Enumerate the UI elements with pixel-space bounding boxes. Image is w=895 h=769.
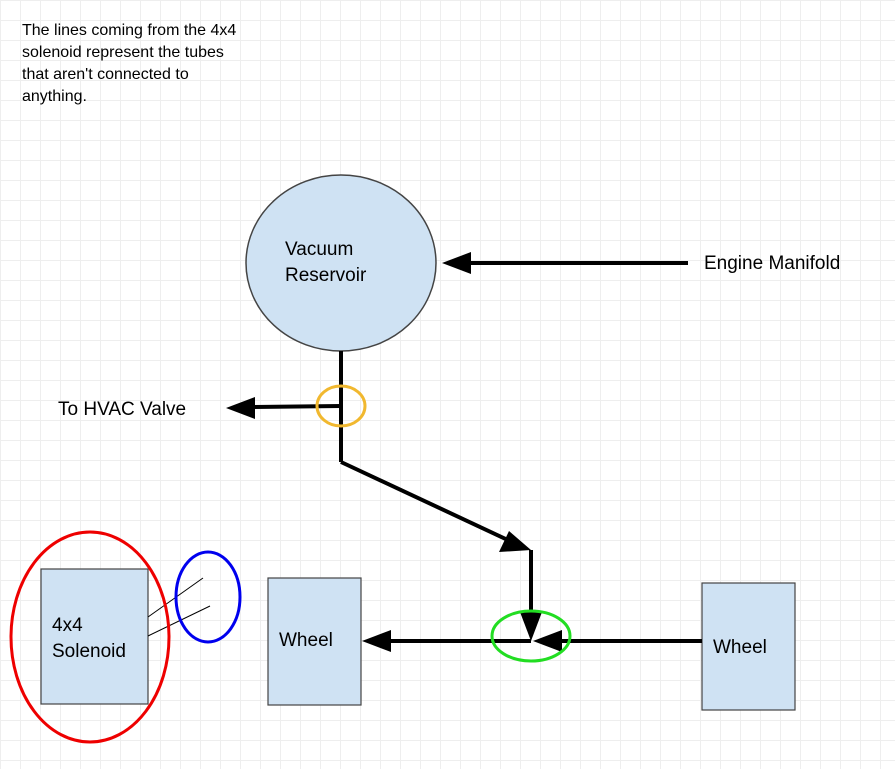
manifold-arrowhead: [442, 252, 471, 274]
hvac-valve-label: To HVAC Valve: [58, 399, 187, 420]
hvac-tube-line: [251, 404, 342, 409]
explanatory-note: The lines coming from the 4x4 solenoid r…: [22, 22, 237, 105]
wheel-right-node: [701, 582, 796, 711]
engine-manifold-label: Engine Manifold: [704, 253, 841, 274]
solenoid-highlight: [9, 530, 171, 744]
tube-highlight: [174, 550, 242, 644]
wheel-left-node: [267, 577, 362, 706]
solenoid-label: 4x4 Solenoid: [52, 613, 126, 665]
solenoid-node: [40, 568, 149, 705]
wheel-junction-highlight: [490, 609, 572, 663]
vacuum-reservoir-label: Vacuum Reservoir: [285, 237, 366, 289]
solenoid-label-line2: Solenoid: [52, 641, 126, 662]
hvac-arrowhead: [226, 397, 255, 419]
right-wheel-arrowhead: [533, 630, 562, 652]
wheel-left-label: Wheel: [279, 630, 333, 651]
drop-arrowhead: [520, 612, 542, 641]
vacuum-reservoir-label-line2: Reservoir: [285, 265, 367, 286]
diagonal-arrowhead: [499, 531, 531, 552]
wheel-right-label: Wheel: [713, 637, 767, 658]
diagonal-tube-line: [340, 460, 511, 543]
left-wheel-arrowhead: [362, 630, 391, 652]
solenoid-label-line1: 4x4: [52, 615, 83, 636]
solenoid-tube-line: [147, 605, 211, 637]
vacuum-reservoir-label-line1: Vacuum: [285, 239, 354, 260]
hvac-junction-highlight: [315, 384, 367, 428]
